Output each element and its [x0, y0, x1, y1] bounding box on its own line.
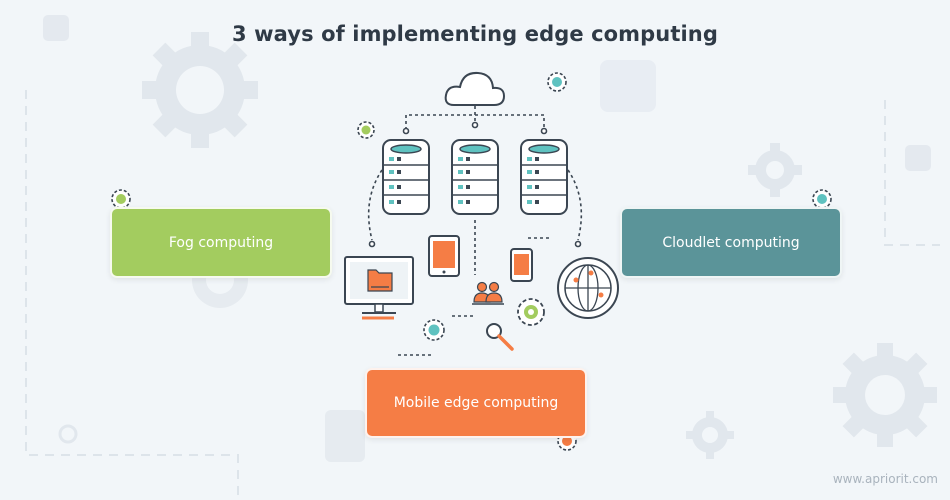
background-gear-icon — [748, 143, 802, 197]
smartphone-icon — [511, 249, 532, 281]
gear-icon — [548, 73, 566, 91]
background-gear-icon — [60, 426, 76, 442]
mobile-edge-computing-label: Mobile edge computing — [394, 395, 559, 411]
background-gear-icon — [686, 411, 734, 459]
gear-icon — [112, 190, 130, 208]
cloud-icon — [446, 73, 504, 105]
users-icon — [472, 283, 504, 305]
globe-network-icon — [558, 258, 618, 318]
background-gear-icon — [142, 32, 258, 148]
cloudlet-computing-box: Cloudlet computing — [620, 207, 842, 278]
gear-icon — [518, 299, 544, 325]
footer-url: www.apriorit.com — [833, 472, 938, 486]
server-icon — [383, 140, 429, 214]
server-icon — [521, 140, 567, 214]
tablet-icon — [429, 236, 459, 276]
fog-computing-label: Fog computing — [169, 235, 273, 251]
gear-icon — [358, 122, 374, 138]
monitor-folder-icon — [345, 257, 413, 318]
fog-computing-box: Fog computing — [110, 207, 332, 278]
page-title: 3 ways of implementing edge computing — [0, 22, 950, 46]
gear-icon — [424, 320, 444, 340]
magnifier-icon — [487, 324, 512, 349]
background-gear-icon — [833, 343, 937, 447]
cloudlet-computing-label: Cloudlet computing — [662, 235, 799, 251]
gear-icon — [813, 190, 831, 208]
mobile-edge-computing-box: Mobile edge computing — [365, 368, 587, 438]
server-icon — [452, 140, 498, 214]
